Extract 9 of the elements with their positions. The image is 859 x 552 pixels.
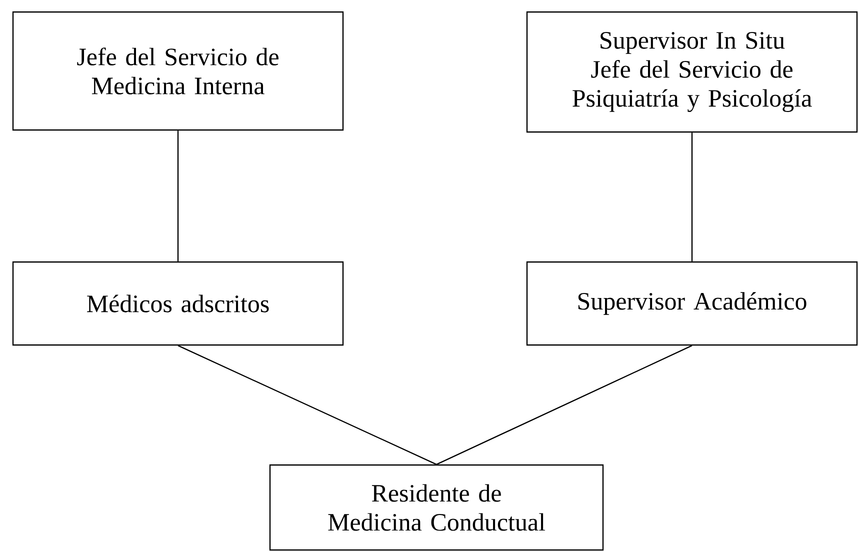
- org-box: Residente de Medicina Conductual: [269, 464, 604, 551]
- connector-line: [436, 345, 692, 465]
- org-box: Supervisor In Situ Jefe del Servicio de Psiquiatría y Psicología: [526, 11, 858, 133]
- connector-line: [178, 345, 437, 465]
- connector-line: [691, 132, 693, 262]
- connector-line: [177, 130, 179, 262]
- org-box: Jefe del Servicio de Medicina Interna: [12, 11, 344, 131]
- org-box: Médicos adscritos: [12, 261, 344, 346]
- org-box: Supervisor Académico: [526, 261, 858, 346]
